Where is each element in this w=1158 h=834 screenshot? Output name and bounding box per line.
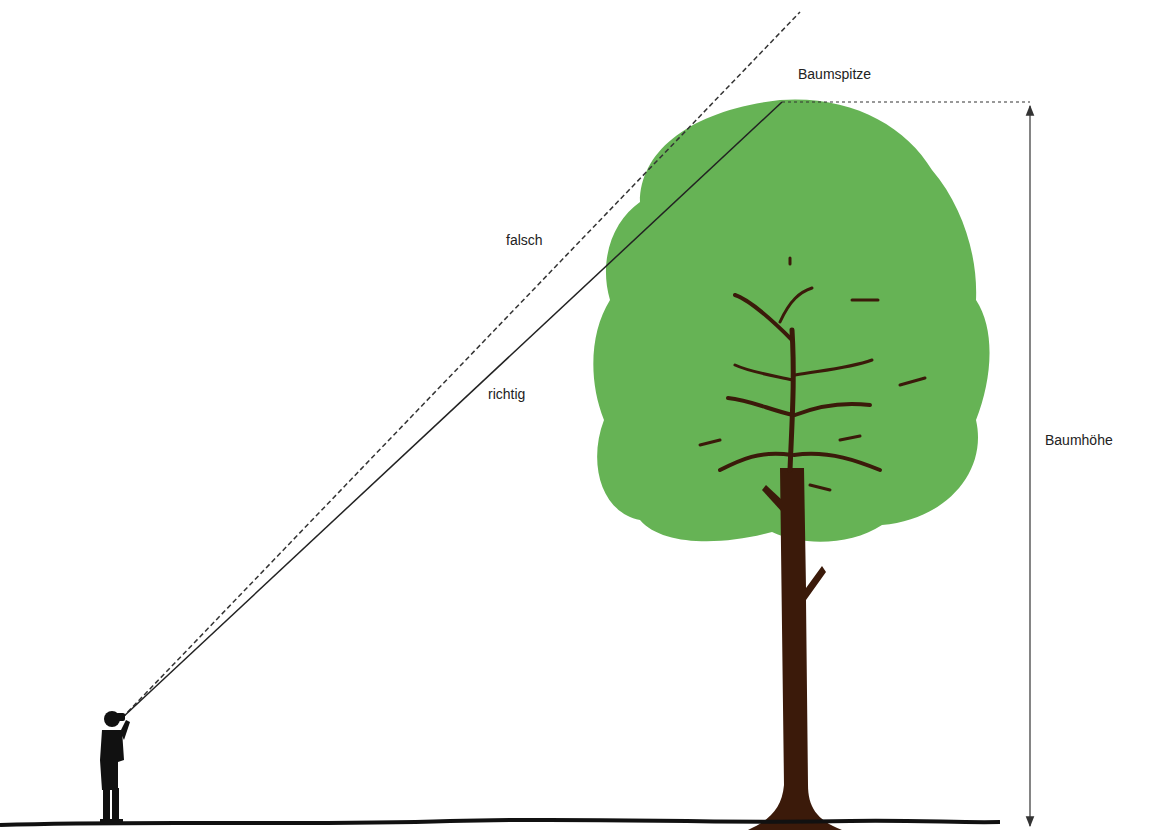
ground-line — [0, 820, 1000, 825]
height-arrow — [1029, 106, 1030, 826]
tree-trunk — [748, 468, 842, 830]
right-sight-line — [122, 102, 782, 718]
trunk-branch — [762, 485, 782, 512]
top-label: Baumspitze — [798, 66, 871, 83]
height-label: Baumhöhe — [1045, 432, 1113, 449]
wrong-line-label: falsch — [506, 232, 543, 249]
top-reference-line — [782, 101, 1030, 102]
wrong-sight-line — [122, 12, 800, 718]
observer-figure — [100, 711, 130, 823]
right-line-label: richtig — [488, 386, 525, 403]
crown-branches — [700, 258, 925, 490]
